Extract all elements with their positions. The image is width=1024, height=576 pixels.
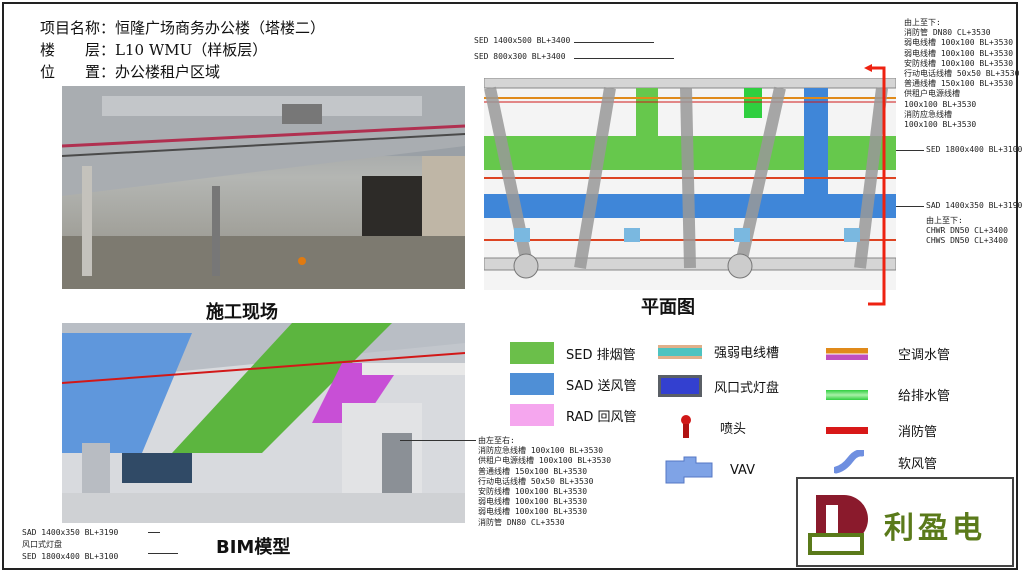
cable-tray-swatch (658, 344, 702, 359)
bim-model-render (62, 323, 465, 523)
legend-chw-pipe: 空调水管 (826, 344, 950, 363)
legend-label: VAV (730, 462, 756, 478)
leader-line (148, 553, 178, 554)
legend-label: RAD 回风管 (566, 409, 637, 425)
legend-sad: SAD 送风管 (510, 373, 637, 395)
legend-fire-pipe: 消防管 (826, 421, 937, 440)
plan-note-chw: 由上至下: CHWR DN50 CL+3400 CHWS DN50 CL+340… (926, 216, 1008, 246)
legend-label: SAD 送风管 (566, 378, 637, 394)
floor-label: 楼 层：L10 WMU（样板层） (40, 41, 268, 59)
leader-line (148, 532, 160, 533)
project-name: 项目名称：恒隆广场商务办公楼（塔楼二） (40, 19, 326, 37)
leader-line (574, 58, 674, 59)
rad-swatch (510, 404, 554, 426)
legend-light-diffuser: 风口式灯盘 (658, 375, 779, 397)
sprinkler-icon (681, 415, 691, 438)
riser-marker (864, 64, 886, 306)
legend-vav: VAV (664, 455, 755, 485)
logo-box: 利盈电 (796, 477, 1014, 567)
bim-note-left: SAD 1400x350 BL+3190 风口式灯盘 SED 1800x400 … (22, 528, 119, 561)
legend-label: 空调水管 (898, 348, 951, 363)
fire-pipe-swatch (826, 427, 868, 434)
vav-icon (665, 456, 713, 484)
plan-caption: 平面图 (641, 297, 695, 318)
legend-cable-tray: 强弱电线槽 (658, 342, 779, 361)
legend-label: 软风管 (898, 456, 938, 472)
plan-drawing (484, 78, 896, 290)
sed-swatch (510, 342, 554, 364)
plan-note-sed2: SED 800x300 BL+3400 (474, 52, 566, 61)
legend-sed: SED 排烟管 (510, 342, 636, 364)
legend-label: SED 排烟管 (566, 347, 636, 363)
legend-label: 给排水管 (898, 389, 951, 404)
legend-rad: RAD 回风管 (510, 404, 637, 426)
legend-label: 消防管 (898, 425, 938, 440)
site-photo (62, 86, 465, 289)
leader-line (896, 150, 924, 151)
leader-line (574, 42, 654, 43)
location-label: 位 置：办公楼租户区域 (40, 63, 221, 81)
brand-logo-icon (808, 495, 868, 555)
brand-name: 利盈电 (884, 511, 986, 546)
flex-duct-icon (834, 450, 864, 474)
water-pipe-swatch (826, 389, 868, 400)
sad-swatch (510, 373, 554, 395)
leader-line (896, 206, 924, 207)
legend-water-pipe: 给排水管 (826, 385, 950, 404)
plan-note-services: 由上至下: 消防管 DN80 CL+3530 弱电线槽 100x100 BL+3… (904, 18, 1020, 130)
light-diffuser-swatch (658, 375, 702, 397)
leader-line (400, 440, 476, 441)
legend-flex-duct: 软风管 (834, 450, 937, 474)
page-frame (2, 2, 1018, 570)
plan-note-sed-right: SED 1800x400 BL+3100 (926, 145, 1023, 154)
bim-caption: BIM模型 (216, 537, 291, 558)
plan-note-sad-right: SAD 1400x350 BL+3190 (926, 201, 1023, 210)
bim-note-right: 由左至右: 消防应急线槽 100x100 BL+3530 供租户电源线槽 100… (478, 436, 612, 527)
legend-label: 风口式灯盘 (714, 380, 780, 396)
chw-pipe-swatch (826, 347, 868, 360)
legend-label: 强弱电线槽 (714, 346, 780, 361)
legend-label: 喷头 (720, 421, 747, 437)
site-caption: 施工现场 (206, 302, 278, 323)
legend-sprinkler: 喷头 (678, 414, 746, 440)
plan-note-sed1: SED 1400x500 BL+3400 (474, 36, 571, 45)
